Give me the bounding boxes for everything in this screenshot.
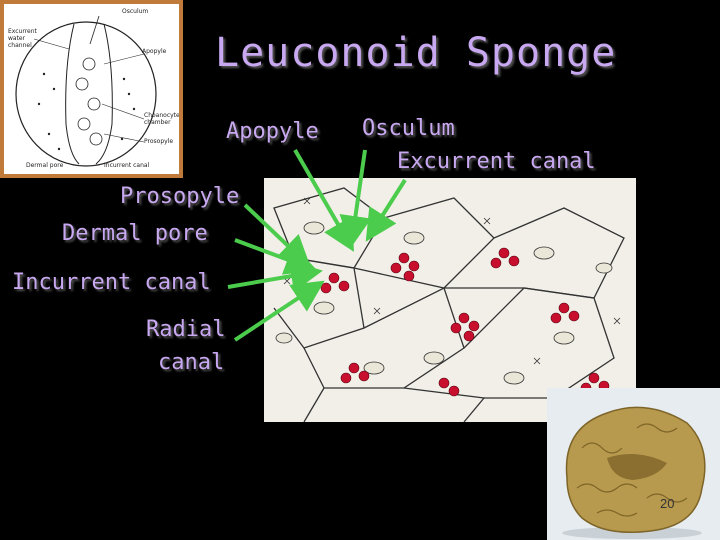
arrow-radial bbox=[233, 280, 325, 342]
label-apopyle: Apopyle bbox=[226, 119, 319, 144]
label-radial: Radial bbox=[146, 317, 226, 342]
arrow-incurrent bbox=[227, 260, 323, 292]
slide-title: Leuconoid Sponge bbox=[215, 30, 617, 76]
diagram-drawing bbox=[15, 15, 157, 167]
label-prosopyle: Prosopyle bbox=[120, 184, 240, 209]
diagram-label: Dermal pore bbox=[26, 162, 64, 169]
slide-number: 20 bbox=[660, 496, 675, 511]
sponge-canal-illustration bbox=[264, 178, 636, 422]
sponge-drawing bbox=[547, 388, 720, 540]
sponge-photo bbox=[547, 388, 720, 540]
arrow-excurrent bbox=[365, 178, 407, 242]
arrow-osculum bbox=[339, 149, 372, 248]
leuconoid-diagram-thumbnail: Osculum Excurrent water channel Apopyle … bbox=[0, 0, 183, 178]
label-osculum: Osculum bbox=[362, 116, 455, 141]
label-canal: canal bbox=[158, 350, 225, 375]
label-dermal-pore: Dermal pore bbox=[62, 221, 208, 246]
diagram-label: Prosopyle bbox=[144, 138, 174, 145]
diagram-label: Choanocyte chamber bbox=[144, 112, 179, 126]
diagram-label: Osculum bbox=[122, 8, 149, 15]
label-incurrent-canal: Incurrent canal bbox=[12, 270, 211, 295]
diagram-label: Incurrent canal bbox=[104, 162, 150, 169]
diagram-label: Excurrent water channel bbox=[8, 28, 37, 49]
label-excurrent-canal: Excurrent canal bbox=[397, 149, 596, 174]
diagram-label: Apopyle bbox=[142, 48, 167, 55]
arrow-apopyle bbox=[293, 148, 355, 252]
